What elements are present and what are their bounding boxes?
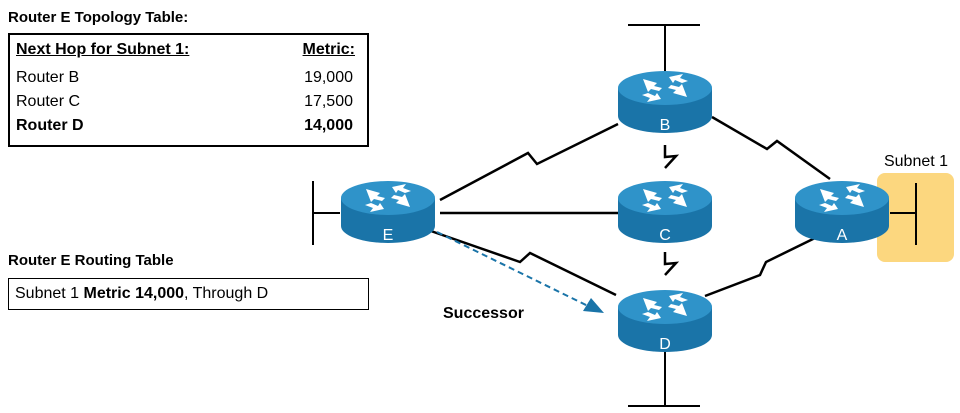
router-arrows-icon: [642, 293, 688, 321]
link-b-c: [663, 145, 680, 169]
lan-segments: [312, 24, 917, 407]
router-arrows-icon: [365, 184, 411, 212]
subnet-1-label: Subnet 1: [884, 153, 948, 170]
router-b: B: [618, 71, 712, 134]
link-a-d: [704, 236, 816, 298]
router-arrows-icon: [642, 184, 688, 212]
successor-label: Successor: [443, 305, 524, 322]
link-e-b: [439, 122, 619, 202]
link-b-a: [711, 115, 831, 181]
links: [427, 115, 831, 298]
successor-arrow: [436, 231, 604, 313]
router-e-label: E: [383, 227, 394, 244]
topology-table-title: Router E Topology Table:: [8, 9, 189, 26]
table-row: Router D 14,000: [16, 117, 353, 139]
metric-cell: 19,000: [304, 69, 353, 86]
link-e-d: [427, 228, 617, 297]
router-d-label: D: [659, 336, 671, 353]
router-arrows-icon: [642, 74, 688, 102]
router-d: D: [618, 290, 712, 353]
metric-cell: 14,000: [304, 117, 353, 134]
table-row: Router C 17,500: [16, 93, 353, 115]
routing-table-entry: Subnet 1 Metric 14,000, Through D: [8, 278, 369, 310]
metric-cell: 17,500: [304, 93, 353, 110]
router-e: E: [341, 181, 435, 244]
table-row: Router B 19,000: [16, 69, 353, 91]
entry-subnet: Subnet 1: [15, 285, 84, 302]
router-c: C: [618, 181, 712, 244]
topology-table: Next Hop for Subnet 1: Metric: Router B …: [8, 33, 369, 147]
next-hop-cell: Router D: [16, 117, 84, 134]
link-c-d: [663, 252, 680, 276]
router-b-label: B: [660, 117, 671, 134]
routing-table-title: Router E Routing Table: [8, 252, 174, 269]
entry-next-hop: , Through D: [184, 285, 269, 302]
router-a-label: A: [837, 227, 848, 244]
router-arrows-icon: [819, 184, 865, 212]
header-next-hop: Next Hop for Subnet 1:: [16, 41, 190, 58]
next-hop-cell: Router C: [16, 93, 81, 110]
header-metric: Metric:: [302, 41, 355, 58]
router-a: A: [795, 181, 889, 244]
next-hop-cell: Router B: [16, 69, 80, 86]
entry-metric: Metric 14,000: [83, 285, 185, 302]
router-c-label: C: [659, 227, 671, 244]
